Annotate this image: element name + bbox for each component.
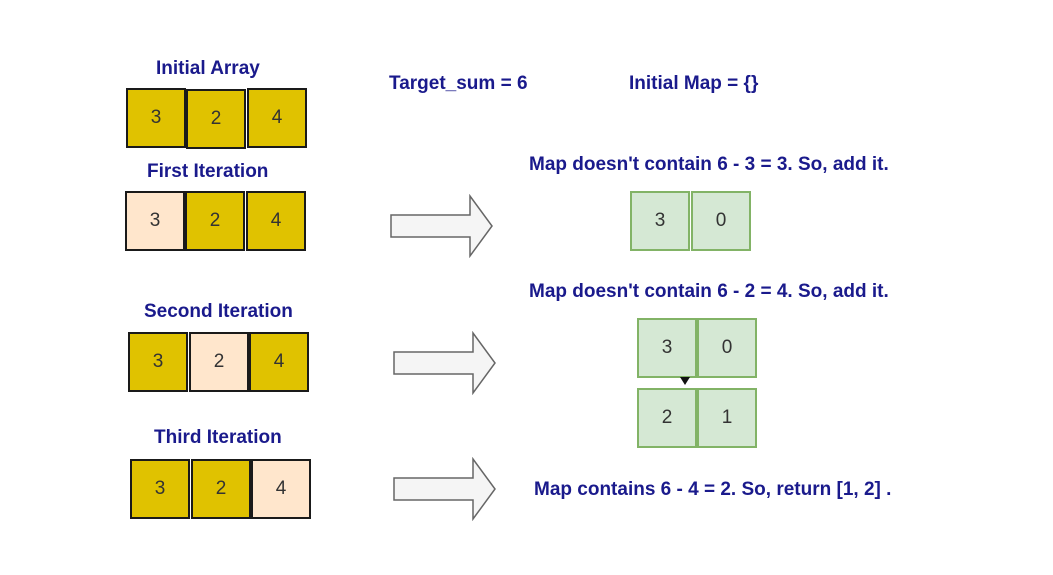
second-step-arrow: [393, 331, 496, 395]
third-step-arrow: [393, 457, 496, 521]
initial-array-cell-0: 3: [126, 88, 186, 148]
second-array-cell-0: 3: [128, 332, 188, 392]
second-map-row2-value: 1: [697, 388, 757, 448]
first-iteration-title: First Iteration: [147, 161, 269, 182]
initial-array-cell-1: 2: [186, 89, 246, 149]
second-step-description: Map doesn't contain 6 - 2 = 4. So, add i…: [529, 281, 889, 302]
first-array-cell-2: 4: [246, 191, 306, 251]
third-array-cell-1: 2: [191, 459, 251, 519]
first-step-description: Map doesn't contain 6 - 3 = 3. So, add i…: [529, 154, 889, 175]
target-sum-label: Target_sum = 6: [389, 73, 528, 94]
second-iteration-title: Second Iteration: [144, 301, 293, 322]
initial-array-title: Initial Array: [156, 58, 260, 79]
map-connector-marker: [680, 377, 690, 385]
initial-array-cell-2: 4: [247, 88, 307, 148]
first-map-value: 0: [691, 191, 751, 251]
second-map-row1-key: 3: [637, 318, 697, 378]
third-array-cell-0: 3: [130, 459, 190, 519]
third-array-cell-2: 4: [251, 459, 311, 519]
first-array-cell-0: 3: [125, 191, 185, 251]
first-array-cell-1: 2: [185, 191, 245, 251]
third-step-description: Map contains 6 - 4 = 2. So, return [1, 2…: [534, 479, 892, 500]
first-map-key: 3: [630, 191, 690, 251]
initial-map-label: Initial Map = {}: [629, 73, 759, 94]
third-iteration-title: Third Iteration: [154, 427, 282, 448]
second-array-cell-2: 4: [249, 332, 309, 392]
second-map-row2-key: 2: [637, 388, 697, 448]
second-array-cell-1: 2: [189, 332, 249, 392]
first-step-arrow: [390, 194, 493, 258]
second-map-row1-value: 0: [697, 318, 757, 378]
